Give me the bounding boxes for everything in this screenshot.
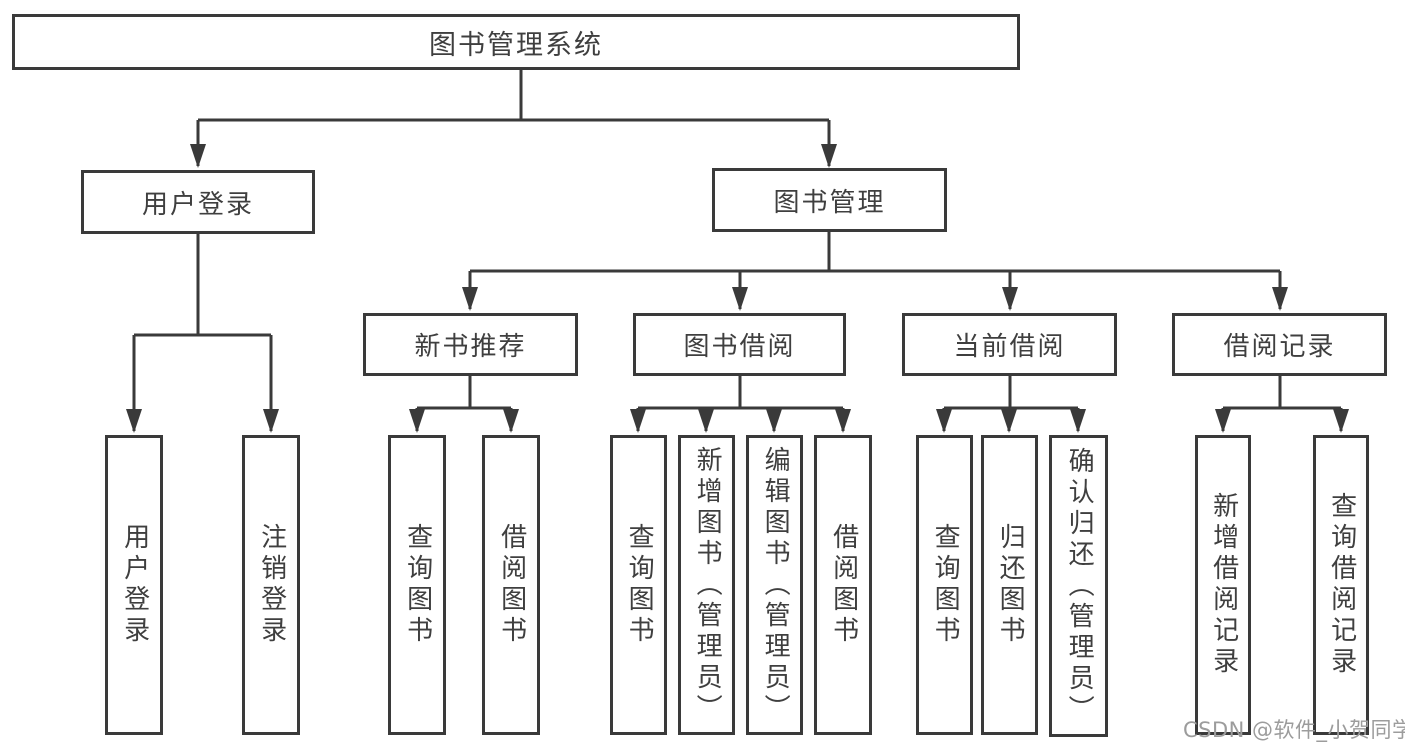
node-label: 确认归还（管理员） xyxy=(1064,446,1095,726)
leaf-logout: 注销登录 xyxy=(242,435,300,735)
node-label: 图书管理系统 xyxy=(429,29,603,61)
leaf-borrow-books: 借阅图书 xyxy=(482,435,540,735)
node-label: 归还图书 xyxy=(995,523,1026,647)
node-label: 当前借阅 xyxy=(953,332,1066,362)
leaf-add-borrow-record: 新增借阅记录 xyxy=(1195,435,1251,735)
node-label: 借阅记录 xyxy=(1223,332,1336,362)
leaf-query-borrow-record: 查询借阅记录 xyxy=(1313,435,1369,735)
leaf-return-books: 归还图书 xyxy=(981,435,1038,735)
leaf-edit-books-admin: 编辑图书（管理员） xyxy=(746,435,803,735)
leaf-confirm-return-admin: 确认归还（管理员） xyxy=(1049,435,1108,737)
leaf-add-books-admin: 新增图书（管理员） xyxy=(678,435,735,735)
node-label: 图书管理 xyxy=(773,187,886,218)
node-book-borrowing: 图书借阅 xyxy=(633,313,846,376)
leaf-user-login: 用户登录 xyxy=(105,435,163,735)
node-borrowing-records: 借阅记录 xyxy=(1172,313,1387,376)
csdn-watermark: CSDN @软件_小贺同学 xyxy=(1183,718,1405,742)
node-label: 新书推荐 xyxy=(414,332,527,362)
node-new-book-recommend: 新书推荐 xyxy=(363,313,578,376)
node-label: 查询图书 xyxy=(930,523,961,647)
node-label: 编辑图书（管理员） xyxy=(760,445,791,725)
node-label: 查询图书 xyxy=(624,523,655,647)
node-label: 新增图书（管理员） xyxy=(692,445,723,725)
node-user-login-branch: 用户登录 xyxy=(81,170,315,234)
node-book-management-branch: 图书管理 xyxy=(712,168,947,232)
leaf-query-books: 查询图书 xyxy=(916,435,973,735)
node-label: 用户登录 xyxy=(119,523,150,647)
leaf-borrow-books: 借阅图书 xyxy=(814,435,872,735)
node-label: 图书借阅 xyxy=(683,332,796,362)
node-label: 查询借阅记录 xyxy=(1326,492,1357,678)
node-label: 注销登录 xyxy=(256,523,287,647)
node-label: 新增借阅记录 xyxy=(1208,492,1239,678)
node-label: 用户登录 xyxy=(141,189,254,220)
node-current-borrowing: 当前借阅 xyxy=(902,313,1117,376)
node-label: 借阅图书 xyxy=(828,523,859,647)
leaf-query-books: 查询图书 xyxy=(388,435,446,735)
leaf-query-books: 查询图书 xyxy=(610,435,667,735)
node-label: 借阅图书 xyxy=(496,523,527,647)
node-label: 查询图书 xyxy=(402,523,433,647)
node-book-management-system: 图书管理系统 xyxy=(12,14,1020,70)
